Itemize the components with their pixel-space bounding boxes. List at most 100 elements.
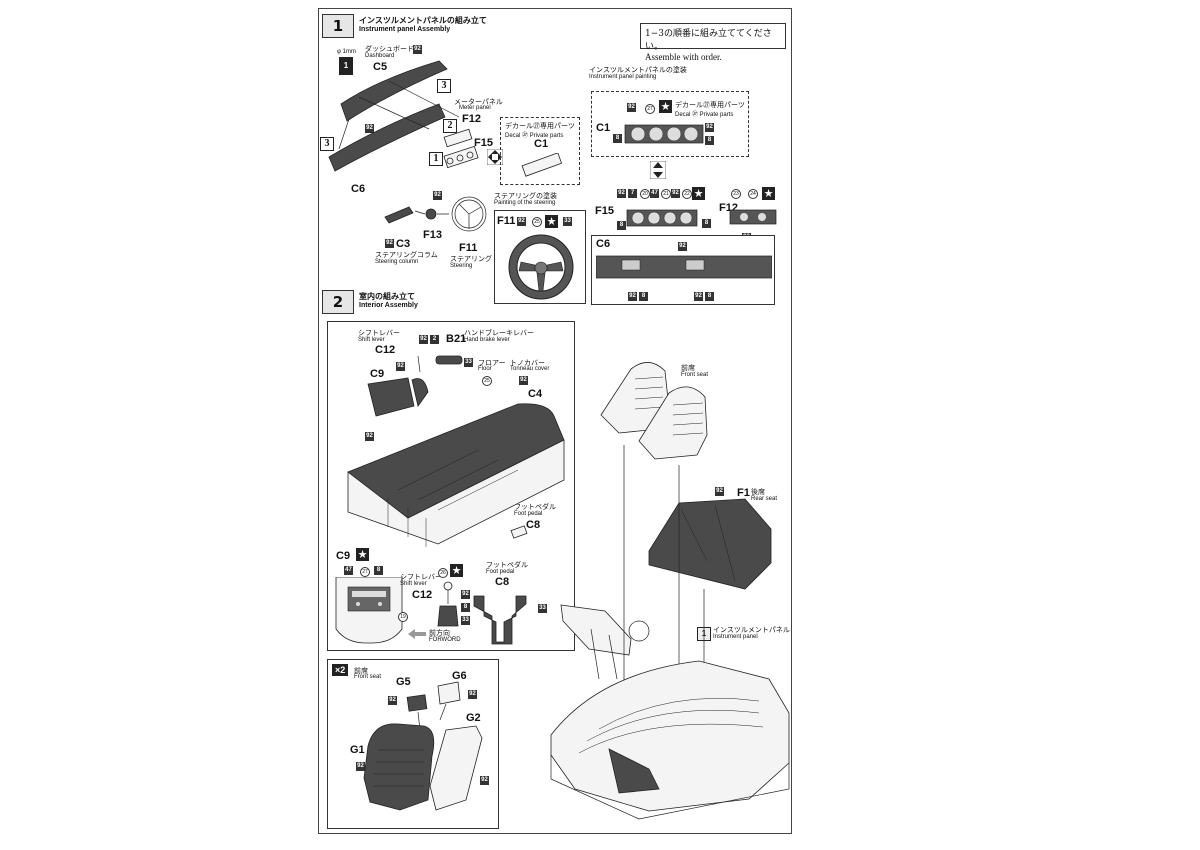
color-tag: 92 [671,189,680,198]
c1-part-drawing [521,153,563,177]
color-circle: 20 [640,189,650,199]
steering-paint-part: F11 [497,215,516,227]
color-tag: 92 [419,335,428,344]
c6-drawing [596,255,772,279]
part-g5: G5 [396,676,411,688]
f15-gauges-drawing [626,209,698,227]
color-tag: 92 [517,217,526,226]
color-tag: 92 [413,45,422,54]
c1-gauges-drawing [624,124,704,144]
part-b21: B21 [446,333,467,345]
star-icon: ★ [692,187,705,200]
forward-label-en: FORWORD [429,637,461,643]
column-label-jp: ステアリングコラム [375,251,438,259]
color-circle: 22 [682,189,692,199]
order-note-jp: 1−3の順番に組み立ててください。 [645,29,772,52]
color-tag: 92 [480,776,489,785]
shift-detail-en: Shift lever [400,581,427,587]
color-tag: 8 [461,603,470,612]
pedal-detail-en: Foot pedal [486,569,515,575]
step-2-number: 2 [322,290,354,314]
brake-label-en: Hand brake lever [464,337,510,343]
color-tag: 2 [430,335,439,344]
steering-wheel-drawing [508,234,574,300]
color-tag: 92 [627,103,636,112]
decal-private-parts-box: デカール㉗専用パーツ Decal ㉗ Private parts C1 [500,117,580,185]
color-tag: 8 [702,219,711,228]
color-tag: 92 [468,690,477,699]
rear-seat-jp: 後席 [751,488,765,496]
color-circle: 19 [398,612,408,622]
front-seat-jp: 前席 [681,364,695,372]
instruction-sheet: 1 インスツルメントパネルの組み立て Instrument panel Asse… [318,8,792,834]
part-c8: C8 [526,519,541,531]
part-c9-detail: C9 [336,550,351,562]
part-g2: G2 [466,712,481,724]
color-tag: 92 [356,762,365,771]
seat-box-en: Front seat [354,674,382,680]
color-circle: 25 [482,376,492,386]
part-f11: F11 [459,242,478,254]
wheel-label-jp: ステアリング [450,255,492,263]
part-c8-detail: C8 [495,576,510,588]
color-circle: 27 [360,567,370,577]
color-tag: 8 [374,566,383,575]
star-icon: ★ [659,100,672,113]
drill-size: φ 1mm [337,49,356,55]
instrument-panel-drawing [328,60,487,232]
color-tag: 92 [519,376,528,385]
color-circle: 21 [661,189,671,199]
front-seat-box: ×2 前席 Front seat G5 92 G6 92 G2 G1 92 92 [327,659,499,829]
decal-box-title-jp: デカール㉗専用パーツ [505,122,575,130]
part-c9: C9 [370,368,385,380]
part-f12: F12 [462,113,481,125]
steering-paint-box: F11 92 25 ★ 33 [494,210,586,304]
color-circle: 24 [748,189,758,199]
step-1-title-en: Instrument panel Assembly [359,26,451,33]
sequence-1: 1 [429,152,443,166]
sequence-2: 2 [443,119,457,133]
color-circle: 26 [438,568,448,578]
step-1-number: 1 [322,14,354,38]
color-tag: 7 [628,189,637,198]
interior-tub-drawing [347,355,565,547]
steering-paint-title-jp: ステアリングの塗装 [494,192,557,200]
meter-label-jp: メーターパネル [454,98,503,106]
shift-label-en: Shift lever [358,337,385,343]
steering-paint-title-en: Painting of the steering [494,200,556,206]
color-tag: 92 [628,292,637,301]
exploded-interior-drawing [550,362,790,820]
color-tag: 33 [538,604,547,613]
panel-paint-title-jp: インスツルメントパネルの塗装 [589,66,687,74]
color-tag: 92 [694,292,703,301]
color-tag: 8 [617,221,626,230]
c1-decal-jp: デカール㉗専用パーツ [675,101,745,109]
color-tag: 8 [639,292,648,301]
f12-meter-drawing [729,209,777,225]
tonneau-label-en: Tonneau cover [510,366,550,372]
tonneau-label-jp: トノカバー [510,359,545,367]
color-tag: 33 [563,217,572,226]
shift-lever-drawing [437,581,459,627]
floor-label-jp: フロアー [478,359,506,367]
part-g1: G1 [350,744,365,756]
color-tag: 92 [385,239,394,248]
color-tag: 92 [617,189,626,198]
dashboard-label-jp: ダッシュボード [365,45,414,53]
color-tag: 8 [613,134,622,143]
color-tag: 33 [464,358,473,367]
part-f15: F15 [474,137,493,149]
color-tag: 47 [650,189,659,198]
c1-painting-part: C1 [596,122,611,134]
color-tag: 92 [461,590,470,599]
c6-painting-part: C6 [596,238,611,250]
shift-label-jp: シフトレバー [358,329,400,337]
color-tag: 47 [344,566,353,575]
color-tag: 92 [365,124,374,133]
f15-painting-part: F15 [595,205,614,217]
sequence-3-left: 3 [320,137,334,151]
c6-painting-box: C6 92 92 8 92 8 [591,235,775,305]
color-circle: 27 [645,104,655,114]
foot-pedal-drawing [473,595,527,645]
dashboard-label-en: Dashboard [365,53,395,59]
